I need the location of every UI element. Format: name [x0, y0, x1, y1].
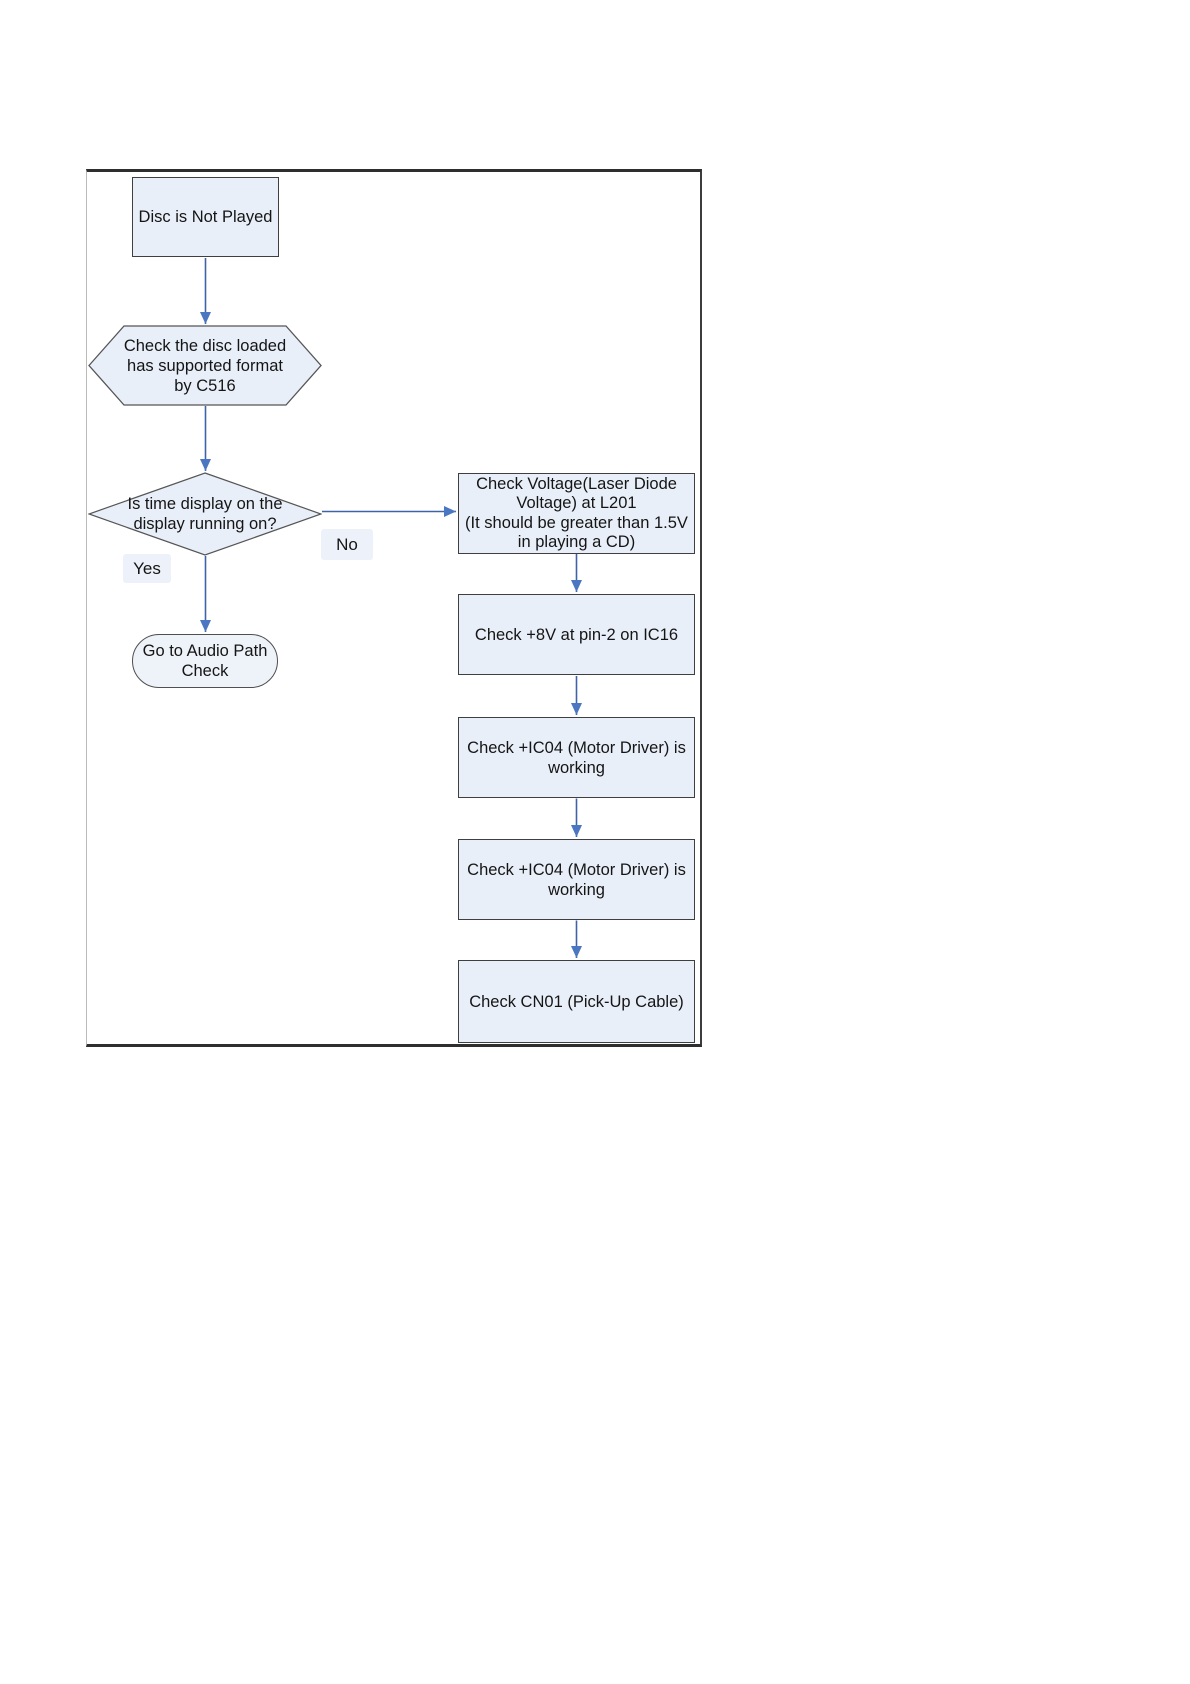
- start-node-label: Disc is Not Played: [138, 208, 273, 226]
- check-cn01-node: Check CN01 (Pick-Up Cable): [458, 960, 695, 1043]
- format-check-node: Check the disc loaded has supported form…: [88, 325, 322, 406]
- check-voltage-node: Check Voltage(Laser Diode Voltage) at L2…: [458, 473, 695, 554]
- hexagon-shape: [88, 325, 322, 406]
- decision-node: Is time display on the display running o…: [88, 472, 322, 556]
- diamond-shape: [88, 472, 322, 556]
- audio-path-node: Go to Audio Path Check: [132, 634, 278, 688]
- check-cn01-node-label: Check CN01 (Pick-Up Cable): [469, 992, 684, 1011]
- audio-path-node-label: Go to Audio Path Check: [142, 642, 268, 680]
- check-8v-node: Check +8V at pin-2 on IC16: [458, 594, 695, 675]
- check-8v-node-label: Check +8V at pin-2 on IC16: [474, 625, 679, 644]
- flowchart-frame: [86, 169, 702, 1047]
- no-branch-label: No: [321, 529, 373, 560]
- check-ic04-node-1-label: Check +IC04 (Motor Driver) is working: [467, 738, 686, 777]
- no-branch-label-text: No: [336, 534, 358, 554]
- start-node: Disc is Not Played: [132, 177, 279, 257]
- check-voltage-node-label: Check Voltage(Laser Diode Voltage) at L2…: [465, 474, 688, 552]
- check-ic04-node-2: Check +IC04 (Motor Driver) is working: [458, 839, 695, 920]
- yes-branch-label-text: Yes: [133, 558, 161, 578]
- decision-node-label: Is time display on the display running o…: [127, 495, 283, 533]
- check-ic04-node-1: Check +IC04 (Motor Driver) is working: [458, 717, 695, 798]
- yes-branch-label: Yes: [123, 554, 171, 583]
- format-check-node-label: Check the disc loaded has supported form…: [123, 336, 287, 395]
- check-ic04-node-2-label: Check +IC04 (Motor Driver) is working: [467, 860, 686, 899]
